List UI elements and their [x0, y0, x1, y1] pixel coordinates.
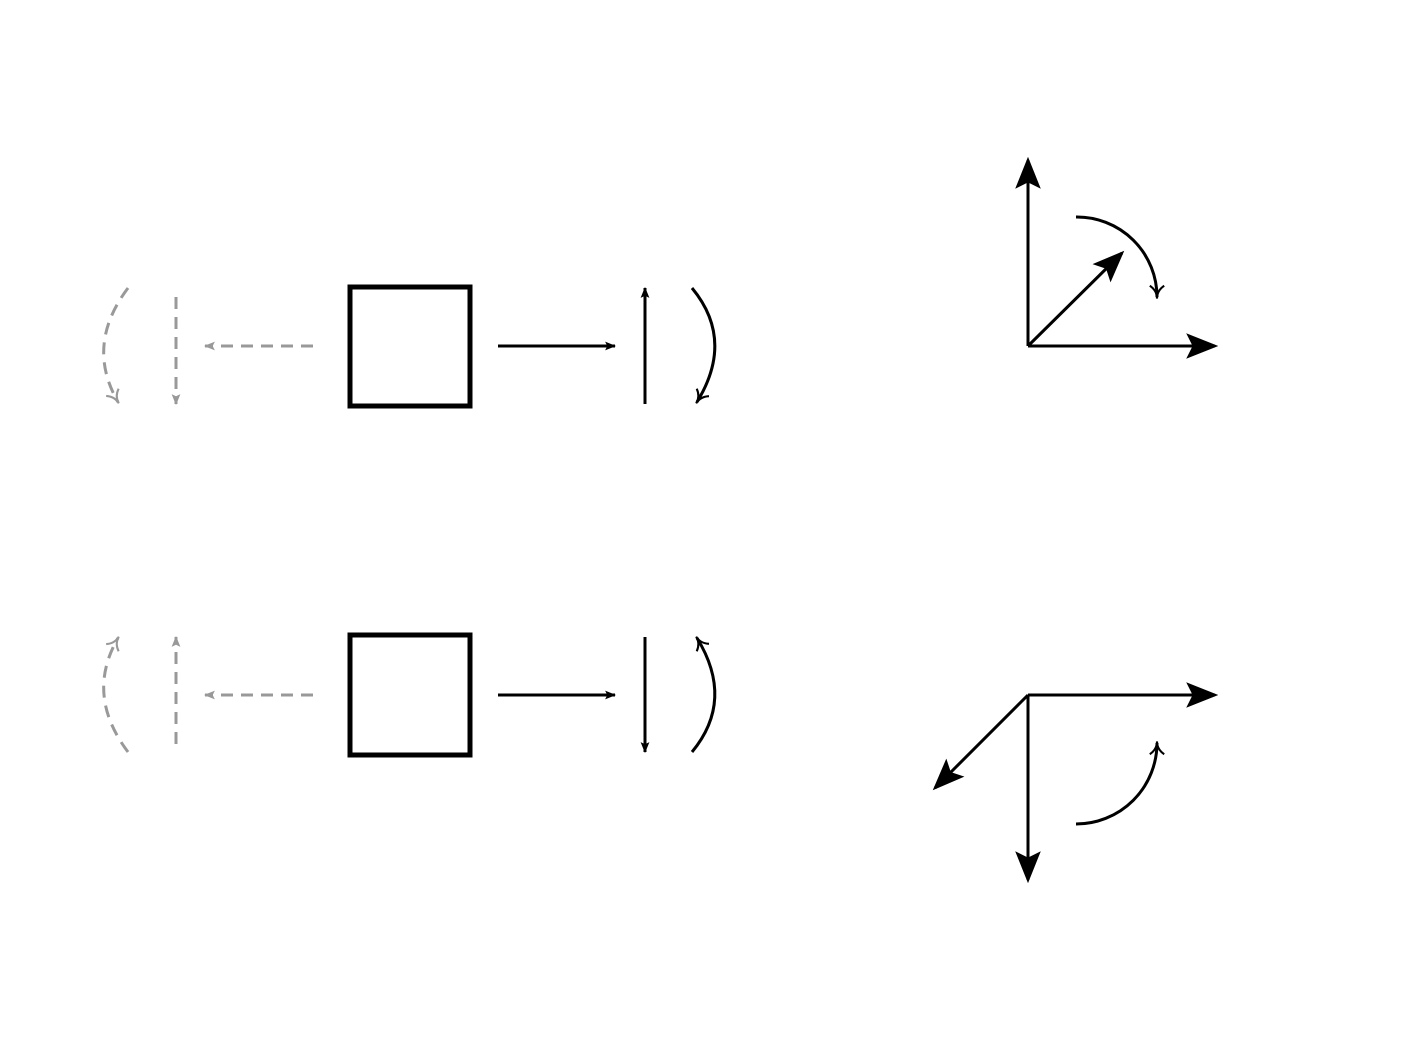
axis-diagonal	[932, 693, 1030, 791]
ghost-rotation-arrow	[102, 287, 130, 404]
row-2	[102, 632, 717, 758]
axes-diagram-1	[1015, 156, 1219, 359]
ghost-rotation-arrow	[102, 636, 130, 753]
rotation-arrow-counterclockwise	[1075, 741, 1165, 826]
axes-diagram-2	[932, 682, 1219, 884]
rotation-arrow-counterclockwise	[690, 636, 717, 753]
box	[347, 632, 473, 758]
axis-diagonal	[1026, 250, 1125, 348]
row-1	[102, 284, 717, 409]
box	[347, 284, 473, 409]
rotation-arrow-clockwise	[690, 287, 717, 404]
rotation-arrow-clockwise	[1075, 215, 1165, 299]
